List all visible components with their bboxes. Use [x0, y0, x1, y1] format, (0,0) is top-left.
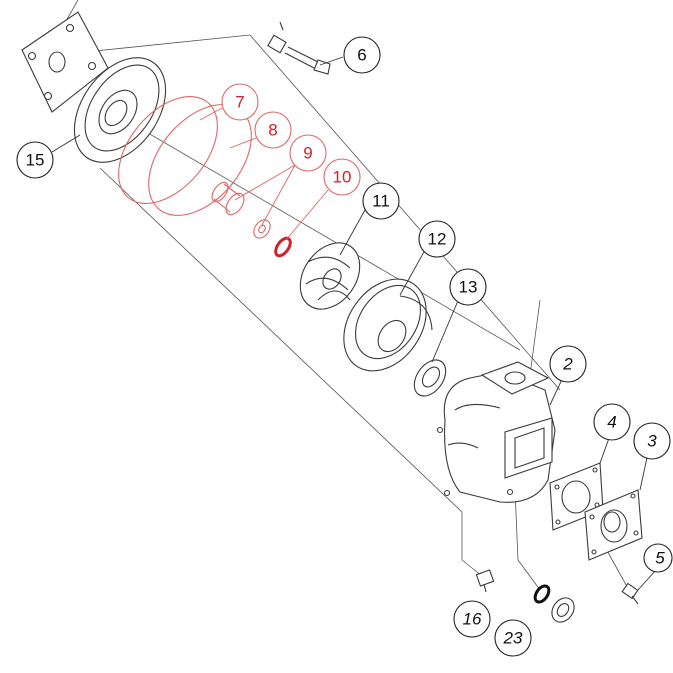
callout-3-label: 3: [647, 432, 657, 451]
callout-4: 4: [593, 403, 631, 441]
callout-10: 10: [323, 158, 361, 196]
part-12-volute: [343, 278, 433, 372]
callout-7-label: 7: [235, 93, 244, 112]
callout-12: 12: [418, 220, 456, 258]
callout-10-label: 10: [333, 168, 352, 187]
callout-9-label: 9: [303, 144, 312, 163]
part-23-oring-cap: [533, 584, 575, 623]
callout-11-label: 11: [372, 192, 390, 211]
part-10-oring: [274, 236, 292, 258]
part-9-sleeve: [211, 181, 271, 239]
callout-15: 15: [16, 141, 54, 179]
callout-15-label: 15: [26, 151, 45, 170]
callout-7: 7: [221, 83, 259, 121]
callout-6-label: 6: [357, 46, 366, 65]
part-5-plug: [621, 582, 639, 605]
callout-6: 6: [343, 36, 381, 74]
callout-23-label: 23: [503, 629, 523, 648]
part-13-seal: [413, 359, 447, 397]
callout-4-label: 4: [607, 413, 616, 432]
callout-8-label: 8: [268, 121, 277, 140]
callout-3: 3: [633, 422, 671, 460]
callout-11: 11: [362, 182, 400, 220]
callout-5: 5: [643, 543, 673, 573]
part-3-flange: [584, 489, 643, 561]
callout-8: 8: [254, 111, 292, 149]
callout-13-label: 13: [459, 278, 478, 297]
callout-2-label: 2: [562, 355, 573, 374]
callout-23: 23: [494, 619, 532, 657]
part-11-impeller: [299, 242, 361, 310]
part-6-bolt: [267, 21, 331, 75]
part-15-bracket: [21, 11, 167, 163]
callout-12-label: 12: [428, 230, 447, 249]
callout-5-label: 5: [655, 549, 665, 568]
callout-13: 13: [449, 268, 487, 306]
part-2-casing: [436, 361, 556, 503]
callout-9: 9: [289, 134, 327, 172]
callout-16: 16: [453, 600, 491, 638]
callout-2: 2: [549, 345, 587, 383]
callout-16-label: 16: [463, 610, 482, 629]
part-16-plug: [475, 569, 495, 593]
